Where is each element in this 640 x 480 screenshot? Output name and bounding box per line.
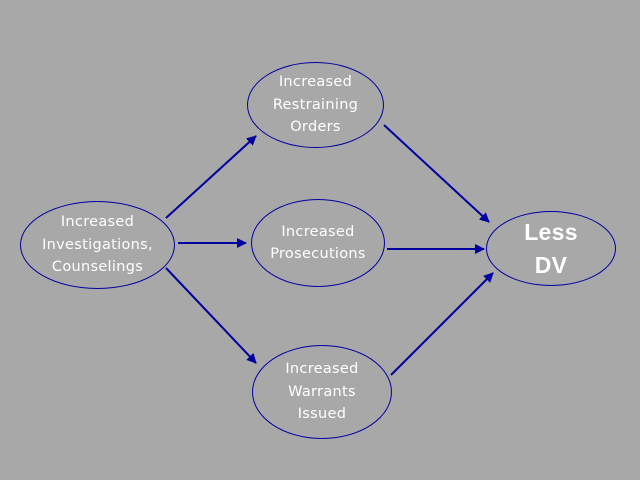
- node-label-line: Increased: [60, 214, 135, 231]
- node-label-line: Increased: [281, 223, 355, 240]
- node-label-line: Orders: [290, 119, 341, 136]
- node-label-line: Prosecutions: [270, 246, 366, 262]
- node-label-line: Increased: [285, 361, 359, 378]
- node-prosecutions: Increased Prosecutions: [251, 199, 385, 287]
- arrow-warrant-to-target: [390, 272, 494, 376]
- node-label-line: Issued: [297, 406, 347, 423]
- arrow-source-to-warrant: [165, 267, 257, 364]
- node-label-line: Investigations,: [42, 236, 153, 253]
- node-label-line: Increased: [278, 74, 353, 91]
- node-label-line: Warrants: [288, 383, 356, 400]
- node-label-line: Restraining: [272, 96, 359, 113]
- node-less-dv: Less DV: [486, 211, 616, 286]
- node-investigations-counselings: Increased Investigations, Counselings: [20, 201, 175, 289]
- node-restraining-orders: Increased Restraining Orders: [247, 62, 384, 148]
- arrow-source-to-restrain: [165, 135, 257, 219]
- node-label-line: DV: [534, 251, 568, 278]
- node-label-line: Counselings: [51, 259, 144, 276]
- node-label-line: Less: [524, 218, 578, 245]
- node-warrants-issued: Increased Warrants Issued: [252, 345, 392, 439]
- arrow-restrain-to-target: [383, 124, 490, 223]
